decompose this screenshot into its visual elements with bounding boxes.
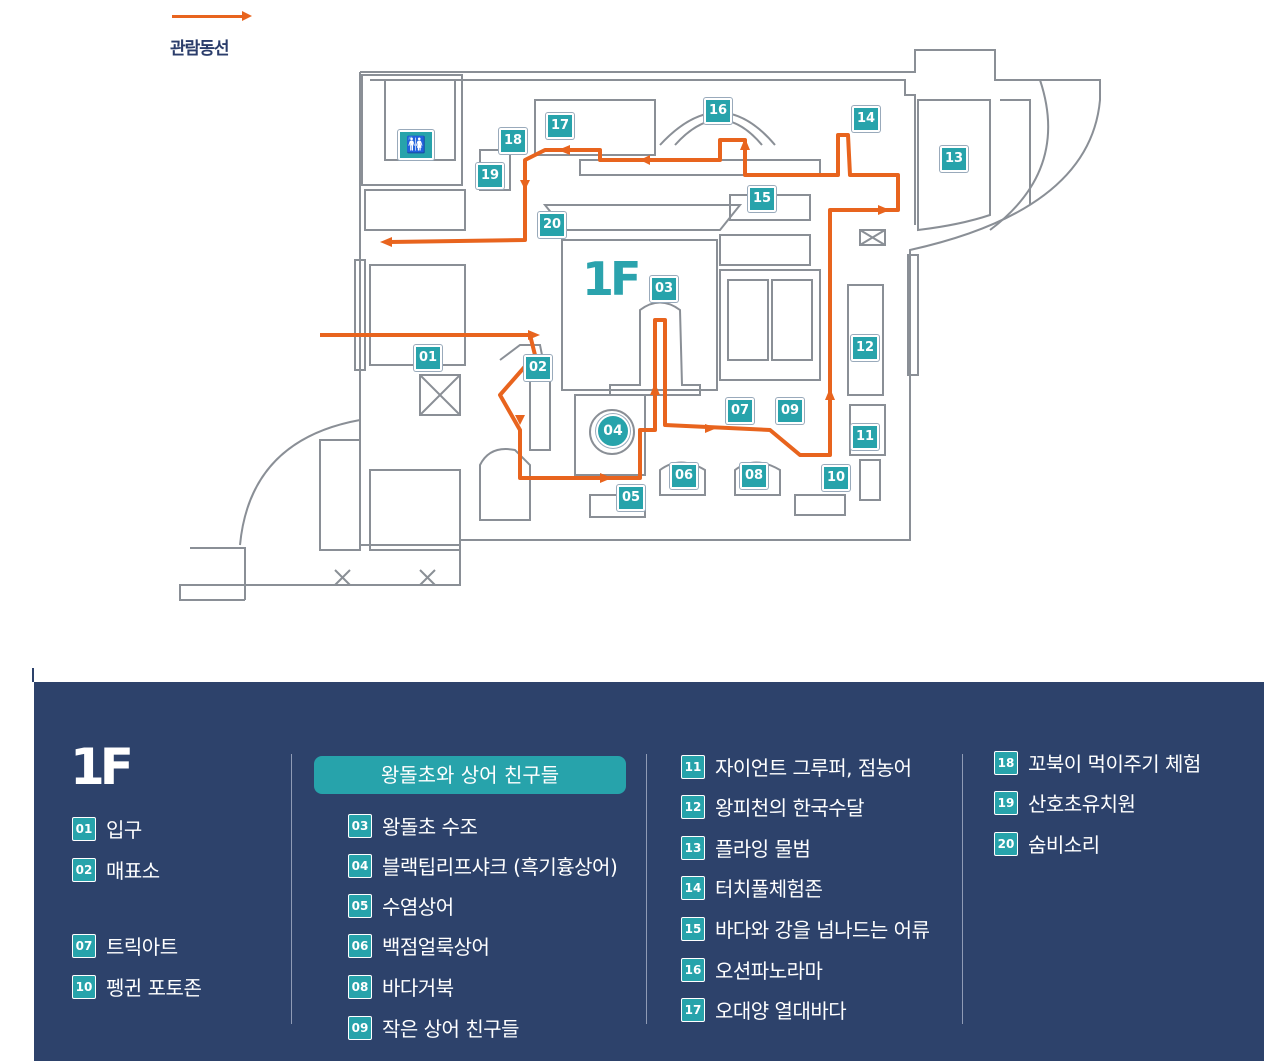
- legend-group-title: 왕돌초와 상어 친구들: [314, 756, 626, 794]
- legend-badge: 03: [348, 813, 372, 838]
- map-marker-07[interactable]: 07: [726, 398, 754, 424]
- legend-label: 왕돌초 수조: [382, 815, 478, 839]
- legend-item[interactable]: 20 숨비소리: [994, 829, 1100, 857]
- legend-badge: 09: [348, 1015, 372, 1040]
- legend-label: 오대양 열대바다: [715, 999, 847, 1023]
- legend-badge: 20: [994, 831, 1018, 856]
- map-marker-17[interactable]: 17: [546, 113, 574, 139]
- route-legend-label: 관람동선: [170, 39, 230, 59]
- legend-item[interactable]: 19 산호초유치원: [994, 788, 1136, 816]
- legend-label: 블랙팁리프샤크 (흑기흉상어): [382, 855, 618, 879]
- map-marker-02[interactable]: 02: [524, 355, 552, 381]
- map-marker-08[interactable]: 08: [740, 463, 768, 489]
- legend-badge: 19: [994, 790, 1018, 815]
- legend-label: 펭귄 포토존: [106, 976, 202, 1000]
- legend-label: 숨비소리: [1028, 833, 1100, 857]
- map-floor-label: 1F: [582, 252, 641, 306]
- legend-label: 입구: [106, 818, 142, 842]
- legend-item[interactable]: 15 바다와 강을 넘나드는 어류: [681, 914, 930, 942]
- legend-item[interactable]: 09 작은 상어 친구들: [348, 1013, 520, 1041]
- legend-label: 오션파노라마: [715, 959, 823, 983]
- map-marker-01[interactable]: 01: [414, 345, 442, 371]
- legend-badge: 04: [348, 853, 372, 878]
- legend-badge: 13: [681, 835, 705, 860]
- building-walls: [179, 49, 1101, 601]
- legend-item[interactable]: 13 플라잉 물범: [681, 833, 811, 861]
- legend-label: 수염상어: [382, 895, 454, 919]
- legend-label: 꼬북이 먹이주기 체험: [1028, 752, 1201, 776]
- legend-badge: 07: [72, 933, 96, 958]
- legend-label: 플라잉 물범: [715, 837, 811, 861]
- legend-item[interactable]: 10 펭귄 포토존: [72, 972, 202, 1000]
- legend-item[interactable]: 17 오대양 열대바다: [681, 995, 847, 1023]
- map-marker-18[interactable]: 18: [499, 128, 527, 154]
- legend-badge: 05: [348, 893, 372, 918]
- map-marker-04[interactable]: 04: [596, 414, 630, 448]
- legend-label: 터치풀체험존: [715, 877, 823, 901]
- legend-panel: 1F 01 입구 02 매표소 07 트릭아트 10 펭귄 포토존 왕돌초와 상어 친구…: [32, 668, 1264, 1061]
- legend-badge: 08: [348, 974, 372, 999]
- route-legend-arrow-icon: [242, 11, 252, 21]
- route-arrows: [380, 138, 890, 483]
- legend-label: 자이언트 그루퍼, 점농어: [715, 756, 912, 780]
- map-marker-10[interactable]: 10: [822, 465, 850, 491]
- map-marker-06[interactable]: 06: [670, 463, 698, 489]
- legend-badge: 01: [72, 816, 96, 841]
- legend-item[interactable]: 14 터치풀체험존: [681, 873, 823, 901]
- legend-label: 트릭아트: [106, 935, 178, 959]
- legend-badge: 15: [681, 916, 705, 941]
- legend-item[interactable]: 16 오션파노라마: [681, 955, 823, 983]
- route-legend-line: [172, 15, 244, 18]
- map-marker-19[interactable]: 19: [476, 163, 504, 189]
- restroom-icon: 🚻: [398, 130, 434, 160]
- legend-label: 백점얼룩상어: [382, 935, 490, 959]
- legend-label: 작은 상어 친구들: [382, 1017, 520, 1041]
- map-marker-11[interactable]: 11: [851, 424, 879, 450]
- map-marker-14[interactable]: 14: [852, 106, 880, 132]
- legend-label: 매표소: [106, 859, 160, 883]
- legend-badge: 11: [681, 754, 705, 779]
- legend-badge: 12: [681, 794, 705, 819]
- map-marker-03[interactable]: 03: [650, 276, 678, 302]
- legend-badge: 17: [681, 997, 705, 1022]
- legend-item[interactable]: 18 꼬북이 먹이주기 체험: [994, 748, 1201, 776]
- legend-floor-title: 1F: [70, 738, 134, 796]
- legend-label: 산호초유치원: [1028, 792, 1136, 816]
- map-marker-13[interactable]: 13: [940, 146, 968, 172]
- legend-item[interactable]: 04 블랙팁리프샤크 (흑기흉상어): [348, 851, 618, 879]
- legend-label: 왕피천의 한국수달: [715, 796, 865, 820]
- legend-divider: [962, 754, 963, 1024]
- route-legend: 관람동선: [170, 8, 260, 59]
- legend-divider: [646, 754, 647, 1024]
- panel-edge: [32, 668, 34, 682]
- legend-badge: 02: [72, 857, 96, 882]
- legend-item[interactable]: 01 입구: [72, 814, 142, 842]
- legend-badge: 06: [348, 933, 372, 958]
- legend-item[interactable]: 06 백점얼룩상어: [348, 931, 490, 959]
- legend-badge: 18: [994, 750, 1018, 775]
- legend-item[interactable]: 11 자이언트 그루퍼, 점농어: [681, 752, 912, 780]
- legend-badge: 14: [681, 875, 705, 900]
- map-marker-09[interactable]: 09: [776, 398, 804, 424]
- map-marker-20[interactable]: 20: [538, 212, 566, 238]
- map-marker-05[interactable]: 05: [617, 485, 645, 511]
- legend-item[interactable]: 05 수염상어: [348, 891, 454, 919]
- map-marker-16[interactable]: 16: [704, 98, 732, 124]
- floor-map: 관람동선: [170, 8, 1101, 601]
- legend-item[interactable]: 03 왕돌초 수조: [348, 811, 478, 839]
- legend-label: 바다거북: [382, 976, 454, 1000]
- legend-item[interactable]: 02 매표소: [72, 855, 160, 883]
- legend-divider: [291, 754, 292, 1024]
- legend-label: 바다와 강을 넘나드는 어류: [715, 918, 930, 942]
- legend-badge: 10: [72, 974, 96, 999]
- legend-item[interactable]: 12 왕피천의 한국수달: [681, 792, 865, 820]
- map-marker-12[interactable]: 12: [851, 335, 879, 361]
- legend-item[interactable]: 07 트릭아트: [72, 931, 178, 959]
- legend-badge: 16: [681, 957, 705, 982]
- floor-plan-drawing: [179, 49, 1101, 601]
- legend-item[interactable]: 08 바다거북: [348, 972, 454, 1000]
- map-marker-15[interactable]: 15: [748, 186, 776, 212]
